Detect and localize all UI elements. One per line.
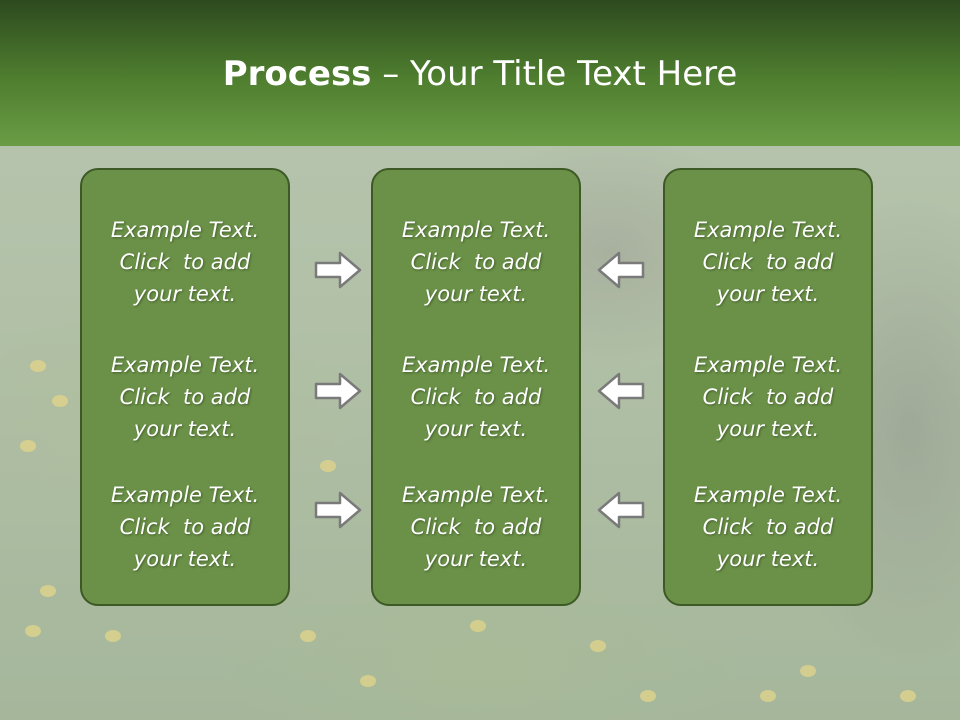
arrow-left-icon[interactable]: [597, 371, 645, 411]
text-line: Example Text.: [693, 353, 843, 377]
text-line: Click to add: [119, 515, 251, 539]
text-line: Example Text.: [401, 353, 551, 377]
flower-decoration: [900, 690, 916, 702]
text-line: Click to add: [702, 515, 834, 539]
arrow-left-icon[interactable]: [597, 250, 645, 290]
text-line: Example Text.: [401, 483, 551, 507]
text-line: your text.: [424, 547, 528, 571]
flower-decoration: [20, 440, 36, 452]
arrow-right-icon[interactable]: [314, 490, 362, 530]
flower-decoration: [360, 675, 376, 687]
text-line: your text.: [716, 282, 820, 306]
flower-decoration: [30, 360, 46, 372]
flower-decoration: [800, 665, 816, 677]
flower-decoration: [590, 640, 606, 652]
text-line: Example Text.: [693, 483, 843, 507]
text-block[interactable]: Example Text. Click to add your text.: [373, 479, 579, 575]
text-line: your text.: [424, 417, 528, 441]
arrow-right-icon[interactable]: [314, 371, 362, 411]
text-block[interactable]: Example Text. Click to add your text.: [82, 349, 288, 445]
title-bold-text: Process: [222, 54, 372, 94]
text-block[interactable]: Example Text. Click to add your text.: [665, 214, 871, 310]
flower-decoration: [760, 690, 776, 702]
flower-decoration: [470, 620, 486, 632]
text-line: Click to add: [702, 385, 834, 409]
text-line: Click to add: [702, 250, 834, 274]
text-line: your text.: [716, 417, 820, 441]
text-line: Example Text.: [110, 353, 260, 377]
title-bar: Process – Your Title Text Here: [0, 0, 960, 146]
flower-decoration: [25, 625, 41, 637]
process-panel-left[interactable]: Example Text. Click to add your text. Ex…: [80, 168, 290, 606]
text-line: Example Text.: [110, 483, 260, 507]
flower-decoration: [105, 630, 121, 642]
text-line: Click to add: [410, 250, 542, 274]
text-line: Click to add: [119, 385, 251, 409]
text-line: your text.: [133, 547, 237, 571]
slide-title[interactable]: Process – Your Title Text Here: [0, 52, 960, 96]
text-line: Click to add: [119, 250, 251, 274]
text-line: Click to add: [410, 385, 542, 409]
process-panel-right[interactable]: Example Text. Click to add your text. Ex…: [663, 168, 873, 606]
text-block[interactable]: Example Text. Click to add your text.: [373, 349, 579, 445]
flower-decoration: [300, 630, 316, 642]
text-block[interactable]: Example Text. Click to add your text.: [373, 214, 579, 310]
text-block[interactable]: Example Text. Click to add your text.: [665, 479, 871, 575]
arrow-left-icon[interactable]: [597, 490, 645, 530]
text-line: Click to add: [410, 515, 542, 539]
process-panel-center[interactable]: Example Text. Click to add your text. Ex…: [371, 168, 581, 606]
flower-decoration: [640, 690, 656, 702]
text-line: Example Text.: [401, 218, 551, 242]
arrow-right-icon[interactable]: [314, 250, 362, 290]
text-line: your text.: [133, 282, 237, 306]
text-line: Example Text.: [110, 218, 260, 242]
text-block[interactable]: Example Text. Click to add your text.: [665, 349, 871, 445]
text-line: your text.: [133, 417, 237, 441]
text-block[interactable]: Example Text. Click to add your text.: [82, 214, 288, 310]
text-line: your text.: [424, 282, 528, 306]
flower-decoration: [52, 395, 68, 407]
flower-decoration: [40, 585, 56, 597]
text-line: Example Text.: [693, 218, 843, 242]
text-line: your text.: [716, 547, 820, 571]
text-block[interactable]: Example Text. Click to add your text.: [82, 479, 288, 575]
flower-decoration: [320, 460, 336, 472]
title-rest-text: – Your Title Text Here: [371, 54, 738, 94]
